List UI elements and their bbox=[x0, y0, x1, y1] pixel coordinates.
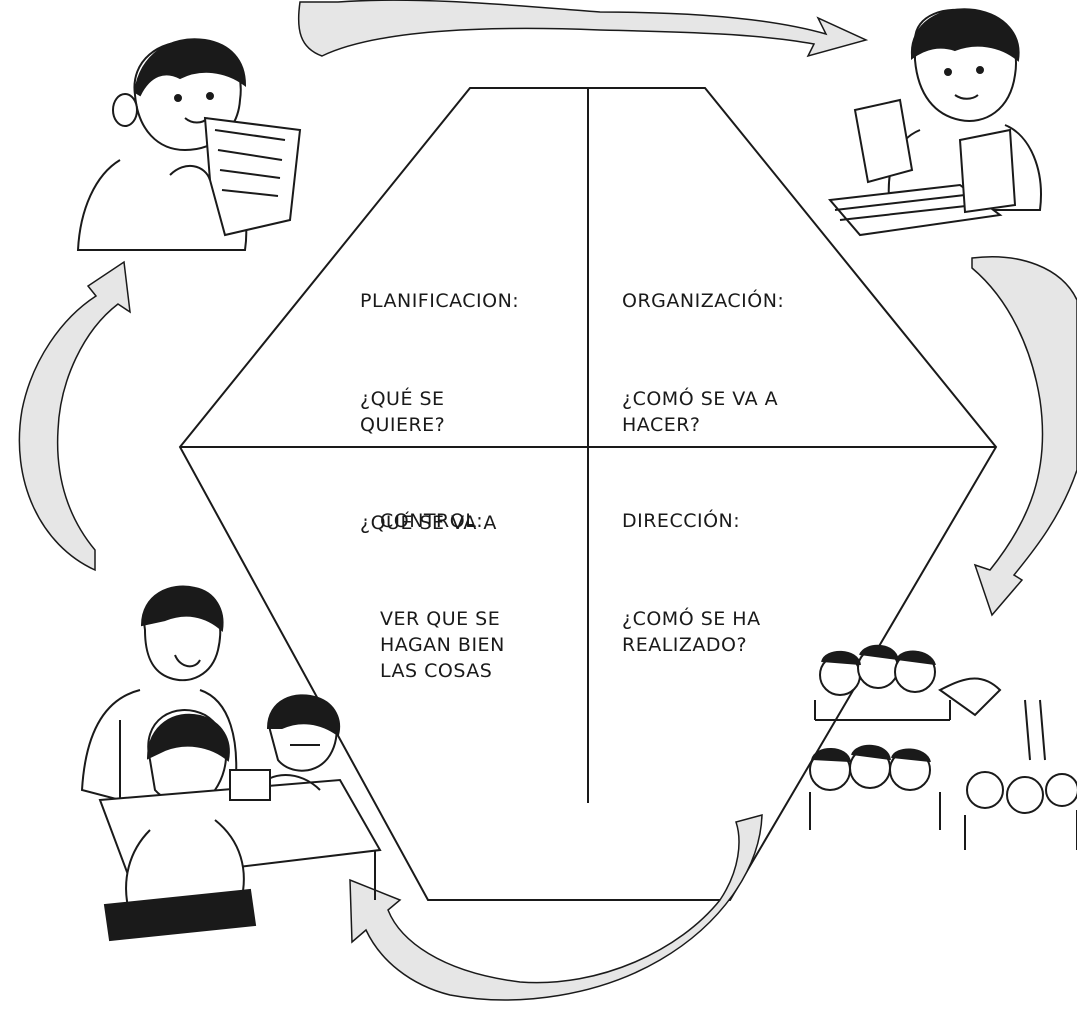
direccion-title: DIRECCIÓN: bbox=[622, 510, 741, 532]
control-title: CONTROL: bbox=[380, 510, 484, 532]
organizacion-title: ORGANIZACIÓN: bbox=[622, 290, 785, 312]
direccion-question-1: ¿COMÓ SE HA REALIZADO? bbox=[622, 608, 761, 656]
direccion-quadrant: DIRECCIÓN: ¿COMÓ SE HA REALIZADO? bbox=[622, 482, 842, 684]
right-arrow bbox=[971, 256, 1077, 617]
planificacion-title: PLANIFICACION: bbox=[360, 290, 520, 312]
person-reading-documents-illustration bbox=[828, 8, 1042, 237]
planificacion-question-2: ¿QUÉ SE VA A bbox=[360, 512, 497, 534]
control-quadrant: CONTROL: VER QUE SE HAGAN BIEN LAS COSAS bbox=[380, 482, 580, 710]
planificacion-question-1: ¿QUÉ SE QUIERE? bbox=[360, 388, 446, 436]
control-question-1: VER QUE SE HAGAN BIEN LAS COSAS bbox=[380, 608, 505, 682]
person-writing-notes-illustration bbox=[76, 38, 302, 251]
person-head bbox=[809, 647, 1077, 814]
planificacion-quadrant: PLANIFICACION: ¿QUÉ SE QUIERE? ¿QUÉ SE V… bbox=[360, 262, 580, 562]
group-of-people-illustration bbox=[809, 644, 1077, 850]
bottom-arrow bbox=[349, 814, 763, 1001]
left-arrow bbox=[18, 260, 131, 572]
organizacion-question-1: ¿COMÓ SE VA A HACER? bbox=[622, 388, 779, 436]
top-arrow bbox=[297, 0, 869, 58]
people-meeting-illustration bbox=[80, 585, 382, 942]
organizacion-quadrant: ORGANIZACIÓN: ¿COMÓ SE VA A HACER? bbox=[622, 262, 862, 464]
